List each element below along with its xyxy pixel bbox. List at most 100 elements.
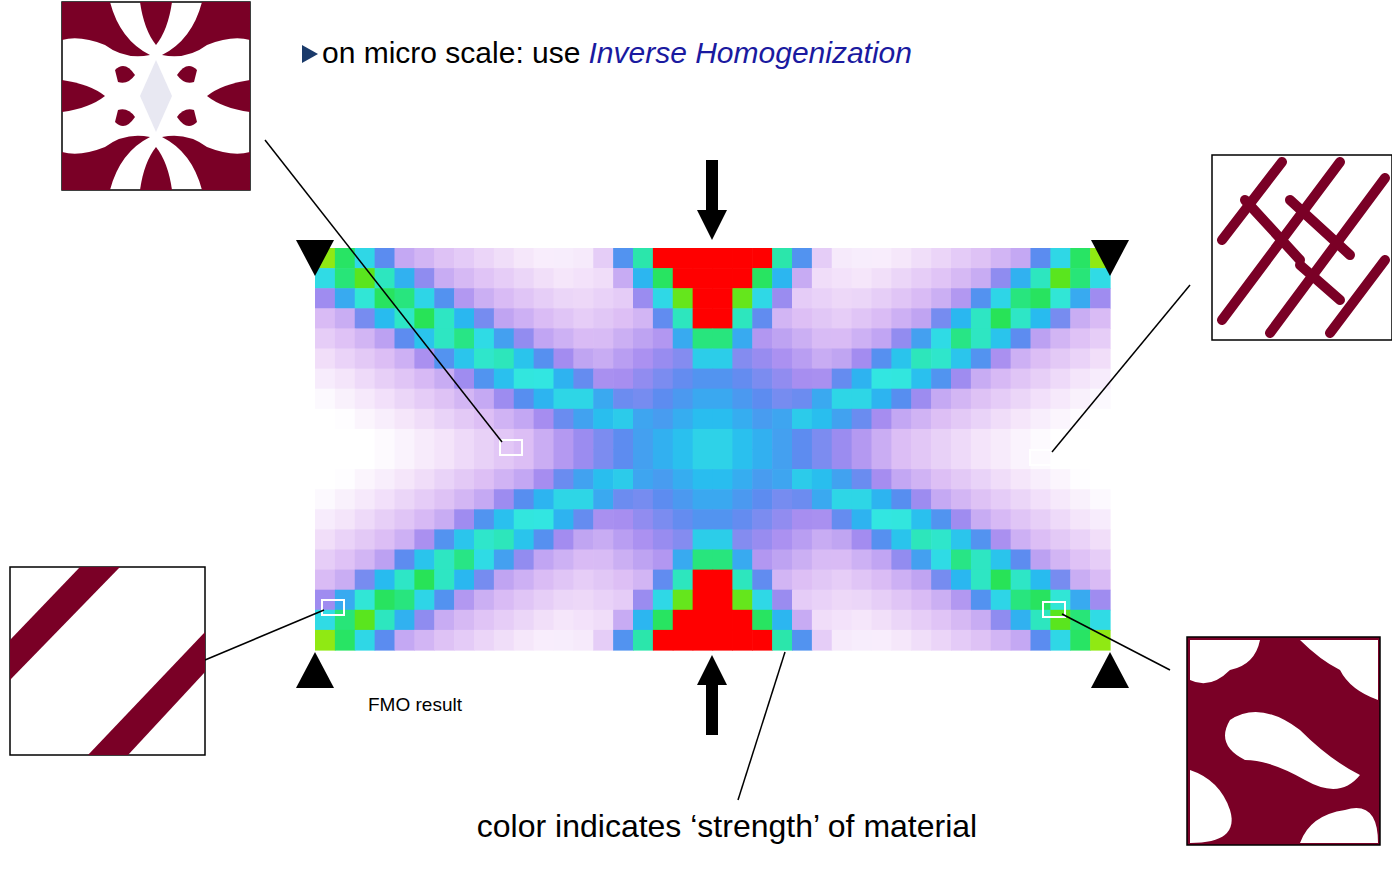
heatmap-cell [673,630,693,651]
heatmap-cell [951,489,971,510]
heatmap-cell [732,288,752,309]
heatmap-cell [713,429,733,450]
heatmap-cell [752,349,772,370]
heatmap-cell [792,590,812,611]
heatmap-cell [891,308,911,329]
heatmap-cell [971,570,991,591]
heatmap-cell [792,529,812,550]
heatmap-cell [1090,328,1110,349]
heatmap-cell [732,550,752,571]
heatmap-cell [414,469,434,490]
heatmap-cell [375,630,395,651]
heatmap-cell [633,509,653,530]
heatmap-cell [414,248,434,269]
heatmap-cell [1011,570,1031,591]
heatmap-cell [911,529,931,550]
heatmap-cell [991,489,1011,510]
heatmap-cell [633,349,653,370]
heatmap-cell [792,489,812,510]
heatmap-cell [772,248,792,269]
support-triangle [296,652,334,688]
heatmap-cell [1050,469,1070,490]
heatmap-cell [355,409,375,430]
heatmap-cell [931,328,951,349]
heatmap-cell [1011,429,1031,450]
heatmap-cell [812,469,832,490]
heatmap-cell [951,449,971,470]
heatmap-cell [494,529,514,550]
heatmap-cell [653,389,673,410]
heatmap-cell [872,449,892,470]
heatmap [315,248,1111,651]
heatmap-cell [693,308,713,329]
heatmap-cell [1011,349,1031,370]
heatmap-cell [375,449,395,470]
heatmap-cell [375,550,395,571]
heatmap-cell [355,469,375,490]
heatmap-cell [713,369,733,390]
heatmap-cell [454,248,474,269]
heatmap-cell [951,529,971,550]
heatmap-cell [414,409,434,430]
heatmap-cell [514,509,534,530]
heatmap-cell [395,570,415,591]
heatmap-cell [653,550,673,571]
heatmap-cell [891,328,911,349]
heatmap-cell [713,630,733,651]
heatmap-cell [613,489,633,510]
heatmap-cell [494,590,514,611]
heatmap-cell [454,429,474,450]
heatmap-cell [434,429,454,450]
heatmap-cell [315,570,335,591]
heatmap-cell [375,328,395,349]
heatmap-cell [633,529,653,550]
heatmap-cell [852,349,872,370]
heatmap-cell [752,529,772,550]
heatmap-cell [971,469,991,490]
heatmap-cell [812,349,832,370]
heatmap-cell [1031,590,1051,611]
heatmap-cell [772,550,792,571]
heatmap-cell [355,529,375,550]
heatmap-cell [971,328,991,349]
heatmap-cell [931,409,951,430]
heatmap-cell [414,610,434,631]
heatmap-cell [931,469,951,490]
microstructure-inset [10,567,205,755]
heatmap-cell [1070,288,1090,309]
heatmap-cell [434,529,454,550]
heatmap-cell [891,529,911,550]
heatmap-cell [693,369,713,390]
heatmap-cell [891,429,911,450]
heatmap-cell [454,268,474,289]
heatmap-cell [931,349,951,370]
heatmap-cell [931,449,951,470]
heatmap-cell [713,268,733,289]
heatmap-cell [1090,489,1110,510]
heatmap-cell [872,630,892,651]
heatmap-cell [852,268,872,289]
heatmap-cell [891,409,911,430]
heatmap-cell [832,268,852,289]
heatmap-cell [911,570,931,591]
heatmap-cell [375,389,395,410]
heatmap-cell [752,369,772,390]
heatmap-cell [434,409,454,430]
heatmap-cell [673,369,693,390]
heatmap-cell [1011,509,1031,530]
heatmap-cell [315,469,335,490]
heatmap-cell [1070,349,1090,370]
heatmap-cell [375,489,395,510]
heatmap-cell [414,550,434,571]
heatmap-cell [971,429,991,450]
heatmap-cell [891,570,911,591]
heatmap-cell [812,308,832,329]
heatmap-cell [991,449,1011,470]
heatmap-cell [911,389,931,410]
heatmap-cell [613,288,633,309]
heatmap-cell [1031,409,1051,430]
heatmap-cell [872,248,892,269]
heatmap-cell [911,550,931,571]
heatmap-cell [633,409,653,430]
heatmap-cell [554,590,574,611]
